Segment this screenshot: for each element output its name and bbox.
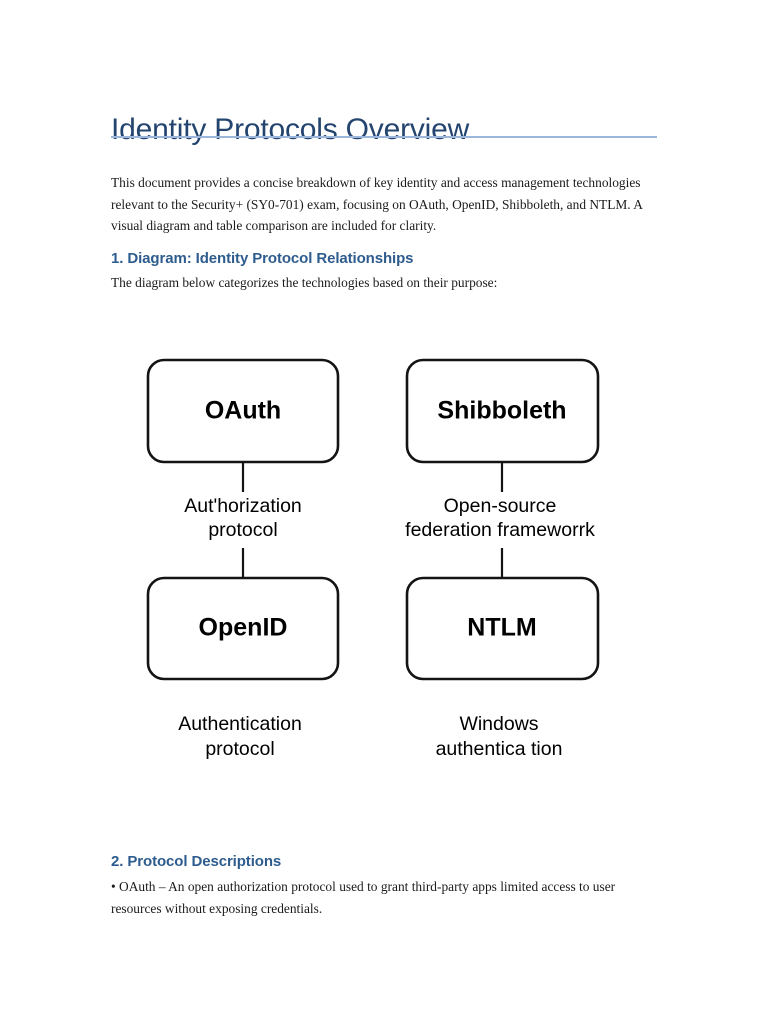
section-heading-diagram: 1. Diagram: Identity Protocol Relationsh…	[111, 250, 414, 267]
node-label-oauth: OAuth	[205, 397, 281, 425]
identity-protocol-diagram: OAuth Aut'horization protocol OpenID Aut…	[0, 330, 768, 780]
edge-caption-left-line2: protocol	[208, 519, 277, 541]
node-label-openid: OpenID	[199, 614, 288, 642]
node-label-shibboleth: Shibboleth	[437, 397, 566, 425]
node-box-openid	[146, 576, 340, 681]
page-title: Identity Protocols Overview	[111, 113, 470, 147]
edge-caption-left-line1: Aut'horization	[184, 495, 302, 517]
node-caption-ntlm-line1: Windows	[459, 713, 538, 735]
section-body-descriptions: • OAuth – An open authorization protocol…	[111, 879, 616, 916]
node-box-ntlm	[405, 576, 600, 681]
section-subtext-diagram: The diagram below categorizes the techno…	[111, 275, 498, 290]
section-heading-descriptions: 2. Protocol Descriptions	[111, 853, 282, 870]
node-caption-ntlm-line2: authentica tion	[436, 738, 563, 760]
node-label-ntlm: NTLM	[467, 614, 536, 642]
node-caption-openid-line2: protocol	[205, 738, 274, 760]
intro-paragraph: This document provides a concise breakdo…	[111, 175, 643, 234]
title-divider	[111, 136, 657, 138]
edge-caption-right-line2: federation frameworrk	[405, 519, 595, 541]
node-caption-openid-line1: Authentication	[178, 713, 302, 735]
edge-caption-right-line1: Open-source	[444, 495, 557, 517]
